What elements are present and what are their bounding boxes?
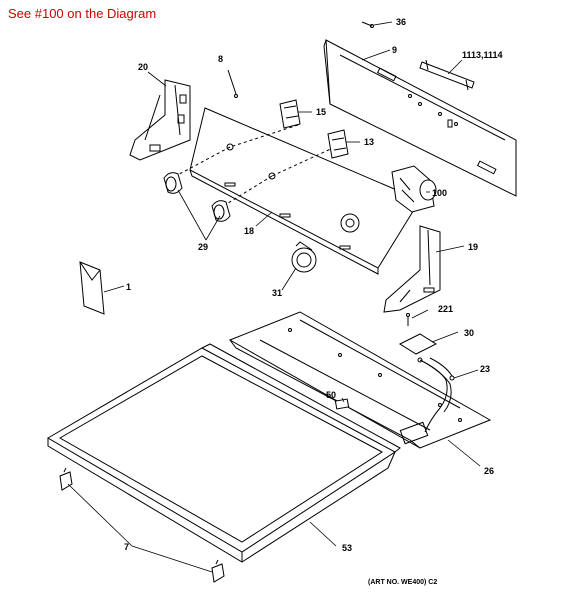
switch-part-13 [327, 129, 349, 159]
end-cap-part-19 [383, 225, 441, 313]
end-cap-part-20 [129, 79, 191, 161]
label-53: 53 [342, 543, 352, 553]
knob-part-31 [291, 241, 317, 273]
knob-part-29 [163, 172, 231, 222]
label-1: 1 [126, 282, 131, 292]
label-1113-1114: 1113,1114 [462, 50, 503, 60]
label-8: 8 [218, 54, 223, 64]
label-29: 29 [198, 242, 208, 252]
bracket-part-50 [334, 398, 350, 410]
rear-panel-part [323, 39, 517, 197]
plate-part-30 [398, 333, 438, 355]
label-15: 15 [316, 107, 326, 117]
label-20: 20 [138, 62, 148, 72]
leader-lines [67, 21, 481, 573]
screw-part-36 [361, 21, 374, 28]
label-31: 31 [272, 288, 282, 298]
label-19: 19 [468, 242, 478, 252]
art-number: (ART NO. WE400) C2 [368, 579, 437, 586]
label-7: 7 [124, 542, 129, 552]
label-100: 100 [432, 188, 447, 198]
manual-part-1 [79, 261, 105, 315]
label-18: 18 [244, 226, 254, 236]
label-30: 30 [464, 328, 474, 338]
label-36: 36 [396, 17, 406, 27]
label-221: 221 [438, 304, 453, 314]
top-support-part-26 [228, 311, 492, 449]
bracket-part-1113 [419, 59, 475, 91]
label-13: 13 [364, 137, 374, 147]
label-23: 23 [480, 364, 490, 374]
timer-part-100 [391, 165, 437, 213]
switch-part-15 [279, 99, 301, 129]
label-9: 9 [392, 45, 397, 55]
label-26: 26 [484, 466, 494, 476]
screw-part-8 [227, 69, 238, 98]
screw-part-221 [406, 313, 410, 326]
label-50: 50 [326, 390, 336, 400]
main-top-part-53 [47, 343, 401, 563]
diagram-link[interactable]: See #100 on the Diagram [8, 6, 157, 21]
control-panel-part-18 [189, 107, 421, 275]
